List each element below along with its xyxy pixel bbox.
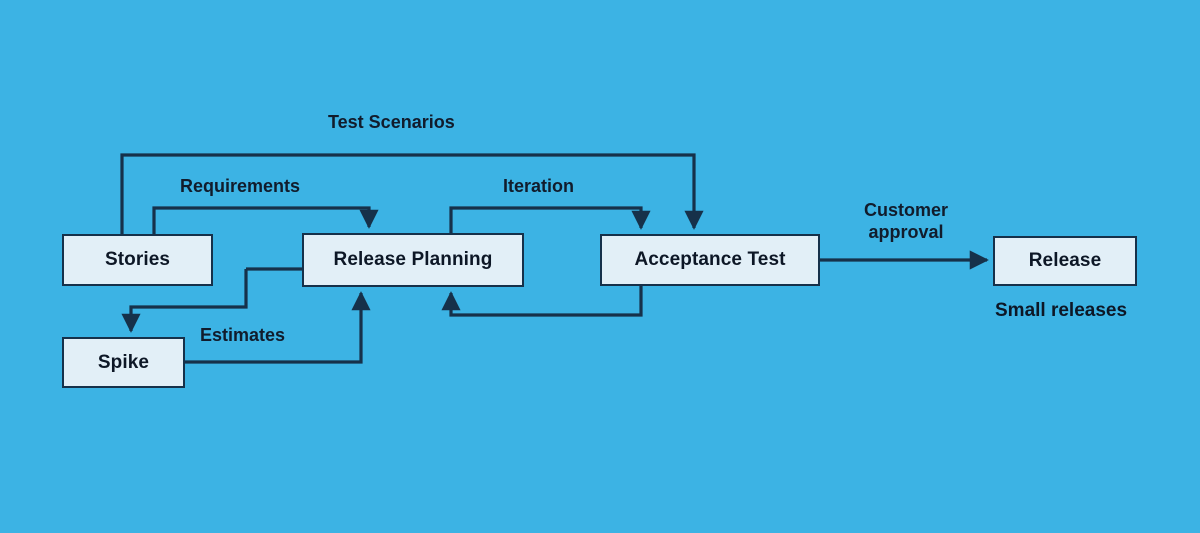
edge-label-iteration: Iteration bbox=[503, 176, 575, 196]
node-release[interactable]: Release bbox=[993, 236, 1137, 286]
edge-acceptance-test-to-release-planning bbox=[441, 286, 643, 317]
edge-spike-to-release-planning bbox=[185, 291, 371, 364]
caption-small-releases: Small releases bbox=[995, 300, 1128, 321]
node-release-planning[interactable]: Release Planning bbox=[302, 233, 524, 287]
edge-stories-to-spike bbox=[121, 269, 248, 333]
edge-label-test-scenarios: Test Scenarios bbox=[328, 112, 455, 132]
edge-stories-to-release-planning bbox=[152, 206, 379, 234]
node-stories-label: Stories bbox=[104, 249, 171, 270]
node-stories[interactable]: Stories bbox=[62, 234, 213, 286]
edge-stories-to-acceptance-test bbox=[120, 153, 704, 234]
edge-label-requirements: Requirements bbox=[180, 176, 301, 196]
node-acceptance-test-label: Acceptance Test bbox=[634, 249, 786, 270]
node-spike-label: Spike bbox=[97, 351, 150, 373]
edge-release-planning-to-acceptance-test bbox=[449, 206, 651, 233]
edge-label-estimates: Estimates bbox=[200, 325, 286, 345]
node-spike[interactable]: Spike bbox=[62, 337, 185, 388]
edge-label-customer-approval: Customer approval bbox=[863, 200, 948, 242]
node-release-label: Release bbox=[1028, 250, 1102, 271]
node-release-planning-label: Release Planning bbox=[333, 249, 493, 270]
node-acceptance-test[interactable]: Acceptance Test bbox=[600, 234, 820, 286]
